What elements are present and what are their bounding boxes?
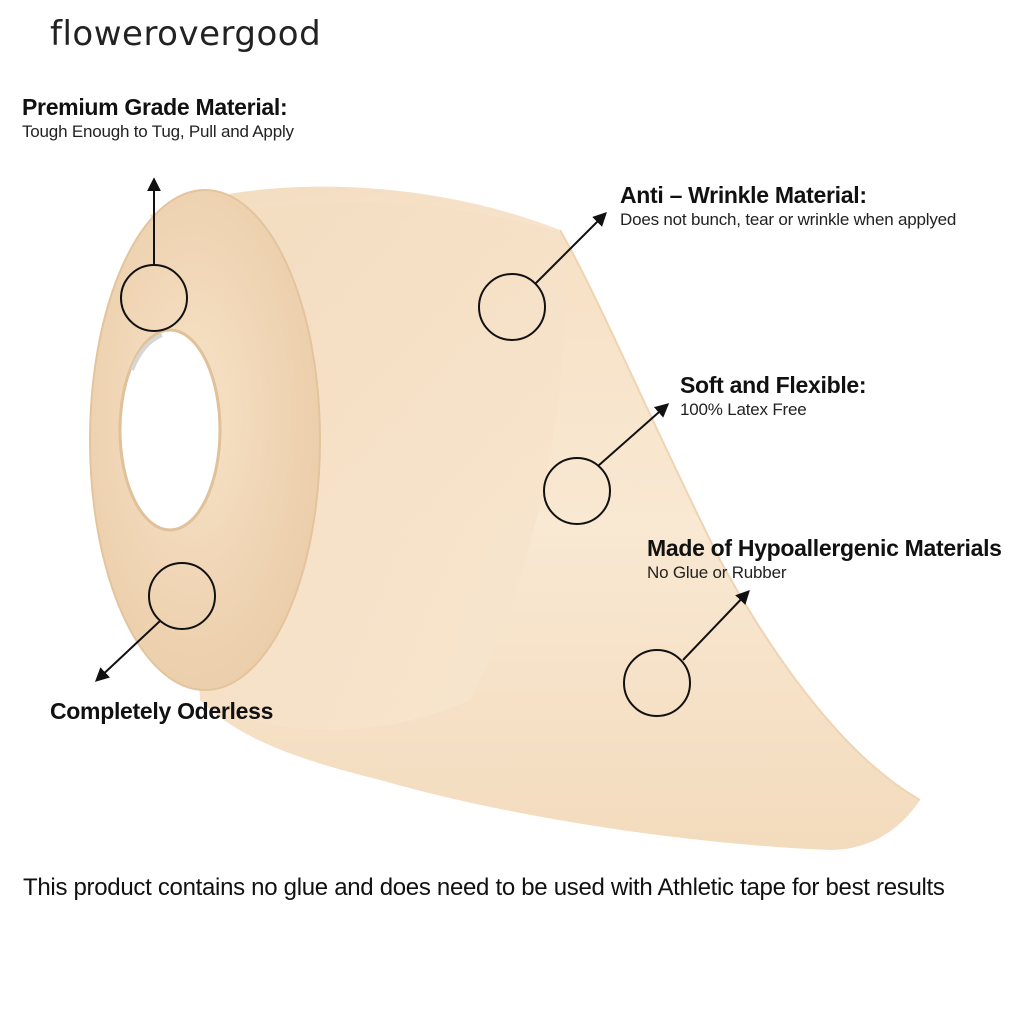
callout-hypo: Made of Hypoallergenic Materials No Glue… <box>647 535 1002 583</box>
callout-arrow-odorless <box>94 620 161 682</box>
callout-odorless: Completely Oderless <box>50 698 273 724</box>
callout-soft-title: Soft and Flexible: <box>680 372 867 398</box>
callout-anti-wrinkle-title: Anti – Wrinkle Material: <box>620 182 867 208</box>
watermark-text: flowerovergood <box>50 14 322 54</box>
footer-note: This product contains no glue and does n… <box>23 874 945 901</box>
tape-roll-core <box>120 330 220 530</box>
callout-anti-wrinkle: Anti – Wrinkle Material: Does not bunch,… <box>620 182 956 230</box>
callout-odorless-title: Completely Oderless <box>50 698 274 724</box>
callout-premium-title: Premium Grade Material: <box>22 94 288 120</box>
callout-premium: Premium Grade Material: Tough Enough to … <box>22 94 294 142</box>
callout-arrow-anti-wrinkle <box>534 212 607 285</box>
callout-circle-anti-wrinkle <box>478 273 546 341</box>
callout-soft-subtitle: 100% Latex Free <box>680 400 807 420</box>
callout-circle-soft <box>543 457 611 525</box>
callout-circle-hypo <box>623 649 691 717</box>
callout-hypo-title: Made of Hypoallergenic Materials <box>647 535 1002 561</box>
callout-anti-wrinkle-subtitle: Does not bunch, tear or wrinkle when app… <box>620 210 957 230</box>
callout-hypo-subtitle: No Glue or Rubber <box>647 563 787 583</box>
callout-premium-subtitle: Tough Enough to Tug, Pull and Apply <box>22 122 294 142</box>
callout-arrow-hypo <box>682 589 750 661</box>
callout-circle-odorless <box>148 562 216 630</box>
callout-arrow-soft <box>597 403 670 467</box>
callout-soft: Soft and Flexible: 100% Latex Free <box>680 372 867 420</box>
